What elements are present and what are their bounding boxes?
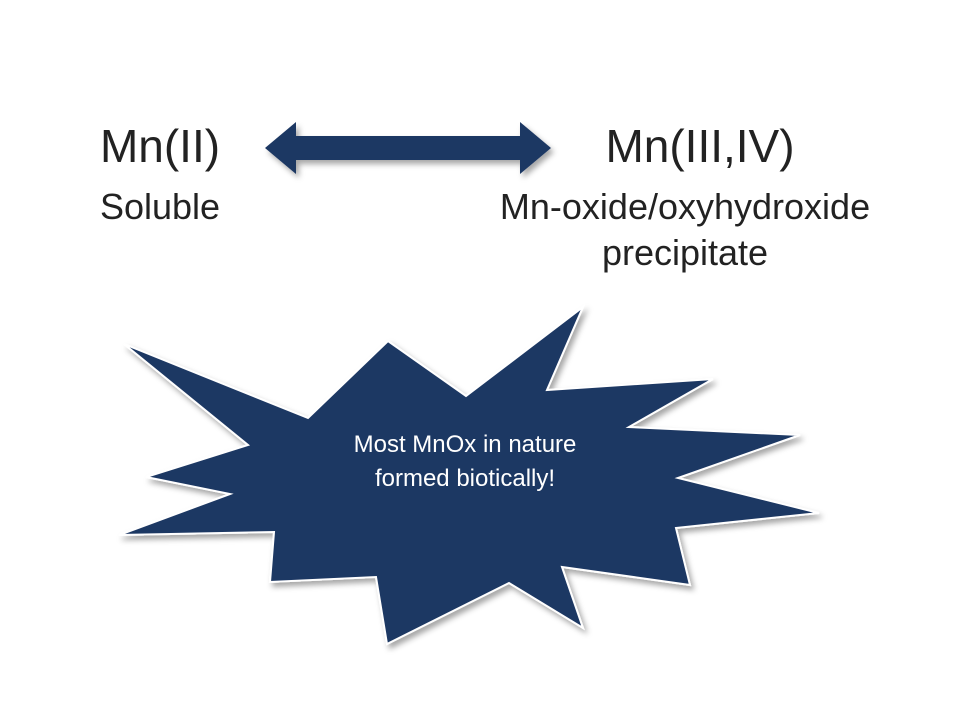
callout-text: Most MnOx in nature formed biotically! [300,428,630,496]
precipitate-description-line-2: precipitate [601,232,769,273]
precipitate-description-line-1: Mn-oxide/oxyhydroxide [499,186,871,227]
species-mn-ii-label: Mn(II) [99,120,221,172]
double-headed-arrow [265,122,551,174]
callout-line-2: formed biotically! [374,465,556,492]
callout-line-1: Most MnOx in nature [353,431,577,458]
precipitate-description: Mn-oxide/oxyhydroxide precipitate [450,184,920,276]
starburst-callout-shape [118,303,820,646]
species-mn-iii-iv-label: Mn(III,IV) [605,120,795,172]
soluble-description: Soluble [99,186,221,227]
